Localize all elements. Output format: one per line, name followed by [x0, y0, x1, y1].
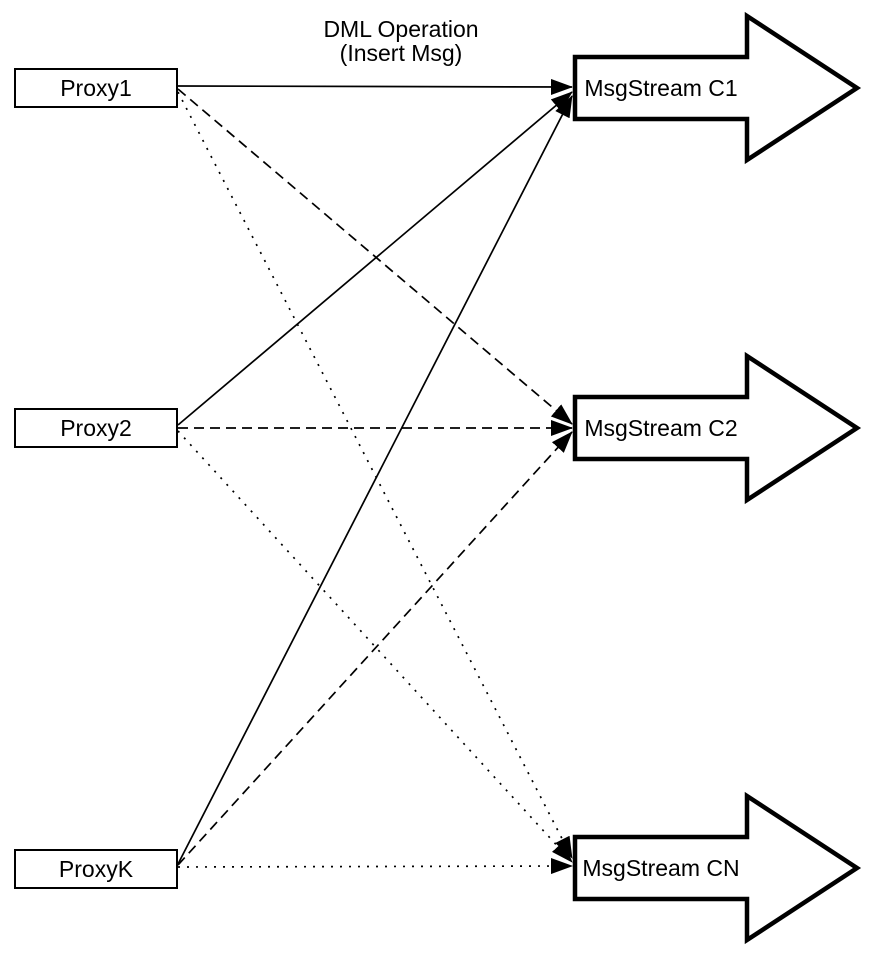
- edge-proxyk-c1: [177, 95, 573, 865]
- edge-proxy2-c1: [177, 91, 573, 426]
- edge-proxy1-cn: [177, 91, 573, 859]
- diagram-title: DML Operation (Insert Msg): [250, 17, 552, 65]
- msgstream-c2-arrow: [572, 351, 862, 505]
- proxyk-label: ProxyK: [58, 855, 134, 882]
- edge-proxyk-cn: [177, 858, 573, 875]
- stream-layer: MsgStream C1 MsgStream C2 MsgStream CN: [572, 11, 862, 945]
- proxy2-node: Proxy2: [14, 408, 178, 448]
- edge-proxyk-c2: [177, 431, 573, 866]
- edge-proxy2-cn: [177, 430, 573, 863]
- proxyk-node: ProxyK: [14, 849, 178, 889]
- edge-proxy1-c2: [177, 88, 573, 425]
- diagram-title-line2: (Insert Msg): [339, 40, 463, 66]
- msgstream-cn-label: MsgStream CN: [582, 855, 739, 881]
- edge-proxy1-c1: [177, 78, 573, 95]
- msgstream-cn-arrow: [572, 791, 862, 945]
- edge-layer: [177, 78, 573, 875]
- msgstream-c1-arrow: [572, 11, 862, 165]
- proxy1-label: Proxy1: [60, 74, 132, 101]
- proxy1-node: Proxy1: [14, 68, 178, 108]
- msgstream-c1-label: MsgStream C1: [584, 75, 737, 101]
- diagram-title-line1: DML Operation: [323, 16, 479, 42]
- msgstream-c2-label: MsgStream C2: [584, 415, 737, 441]
- proxy2-label: Proxy2: [60, 414, 132, 441]
